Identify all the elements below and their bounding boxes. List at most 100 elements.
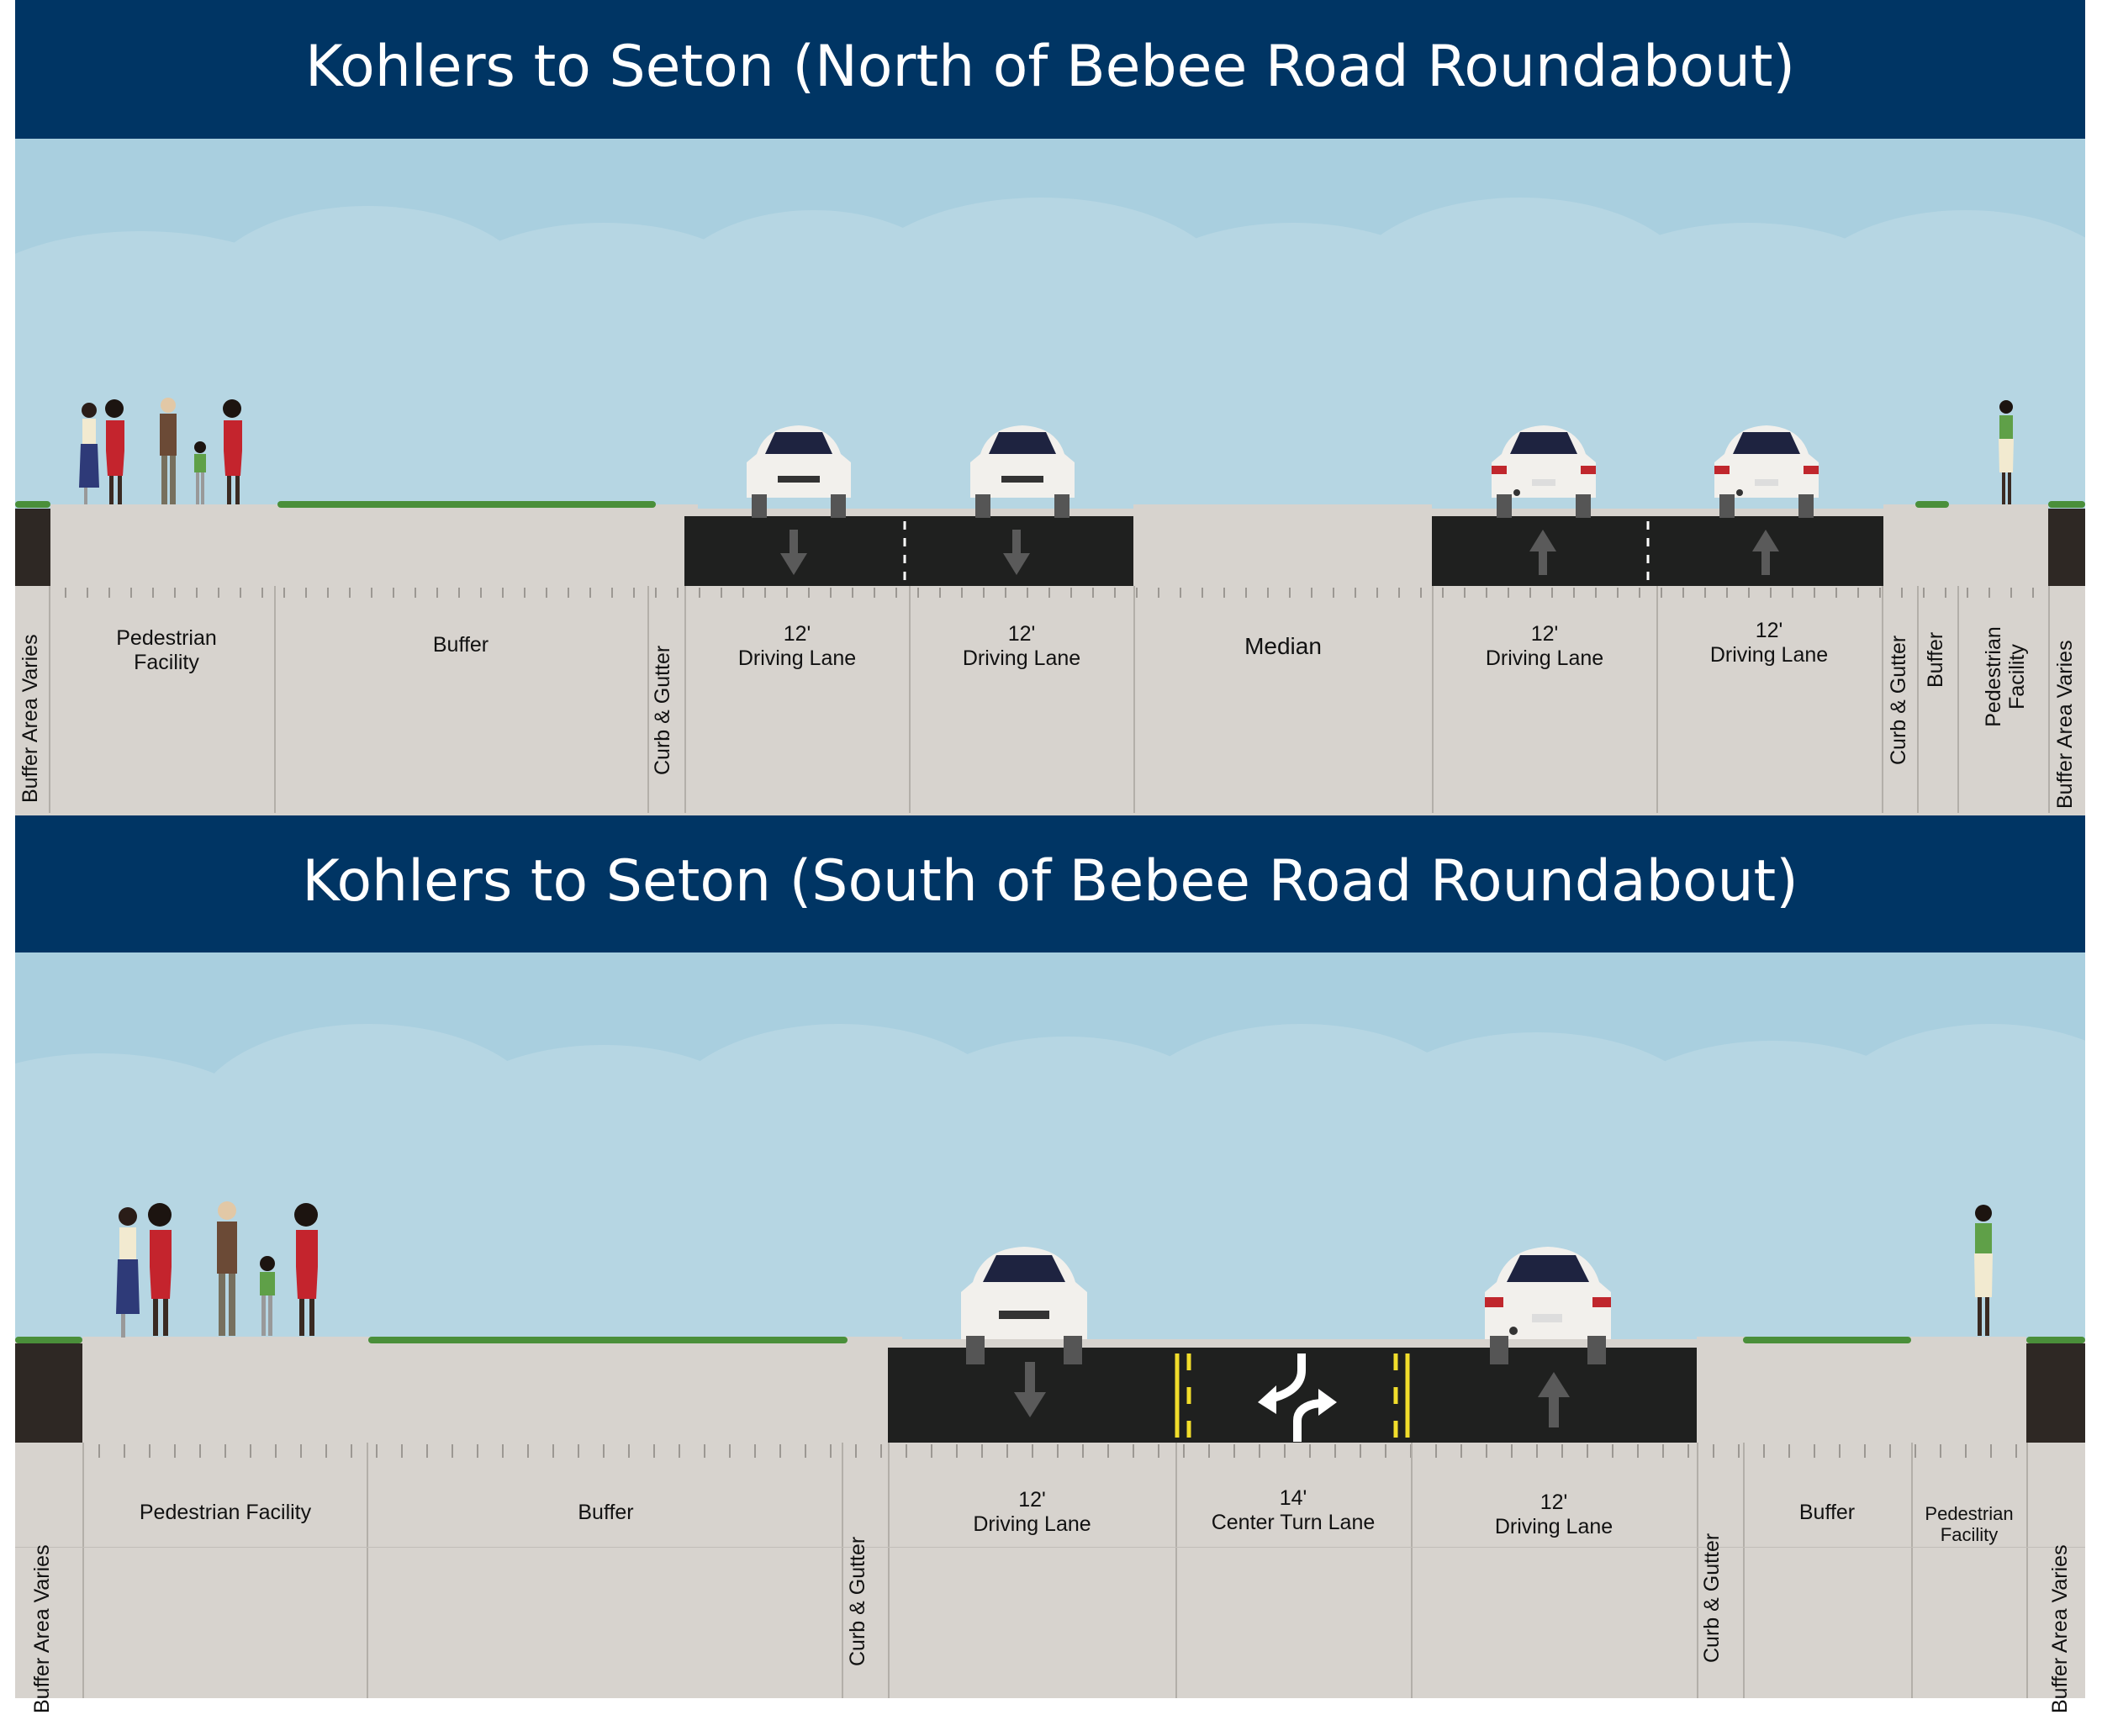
north-right-edge [2048,509,2085,586]
pedestrian-5 [223,399,242,504]
pedestrian-2 [105,399,124,504]
south-arrow-up [1538,1372,1570,1427]
pedestrian-3 [217,1201,237,1336]
north-left-edge [15,509,50,586]
pedestrian-1 [116,1207,140,1338]
south-label-buffer-area-right: Buffer Area Varies [2048,1544,2072,1713]
north-car-rear-1 [1492,425,1596,518]
south-label-buffer-right: Buffer [1798,1501,1856,1524]
north-arrow-down-2 [1003,530,1030,575]
south-label-center-turn: 14' Center Turn Lane [1179,1486,1407,1535]
north-label-curb-gutter-left: Curb & Gutter [651,645,674,775]
pedestrian-4 [194,441,206,504]
south-label-lane1: 12' Driving Lane [891,1488,1173,1537]
north-cross-section: Kohlers to Seton (North of Bebee Road Ro… [15,0,2085,815]
north-label-lane1: 12' Driving Lane [688,622,906,671]
north-lane2-width: 12' [1007,622,1036,646]
south-turn-arrowhead-right [1318,1389,1337,1416]
north-label-ped-facility-l2: Facility [134,650,199,674]
south-center-yellow-right [1393,1353,1410,1438]
south-center-width: 14' [1279,1486,1307,1510]
south-lane1-name: Driving Lane [973,1512,1091,1536]
north-label-ped-facility-right: Pedestrian Facility [1982,626,2029,727]
south-car-rear [1485,1247,1611,1364]
south-pedestrians-left [116,1201,318,1338]
south-cross-section: Kohlers to Seton (South of Bebee Road Ro… [15,815,2085,1723]
south-lane2-width: 12' [1540,1491,1568,1514]
south-grass-right-edge [2026,1337,2085,1343]
north-clouds [15,198,2085,509]
south-arrow-down [1014,1362,1046,1417]
south-ped-right-l2: Facility [1940,1524,1999,1546]
north-car-front-2 [970,425,1075,518]
north-lane1-name: Driving Lane [737,646,857,670]
north-label-lane2: 12' Driving Lane [911,622,1132,671]
south-label-buffer: Buffer [578,1501,634,1524]
north-ticks [65,588,2034,598]
south-turn-arrowhead-left [1258,1385,1276,1414]
pedestrian-4 [260,1256,275,1336]
north-label-buffer-area-right: Buffer Area Varies [2053,640,2077,809]
pedestrian-2 [148,1203,172,1336]
north-lane4-width: 12' [1755,619,1783,642]
south-pedestrian-right [1974,1205,1993,1336]
north-car-rear-2 [1714,425,1819,518]
north-label-lane3: 12' Driving Lane [1434,622,1655,671]
south-grass-buffer [368,1337,848,1343]
south-label-ped-facility-right: Pedestrian Facility [1914,1503,2025,1546]
north-label-ped-facility: Pedestrian Facility [66,626,267,675]
south-clouds [15,1024,2085,1339]
south-turn-arrows [1266,1353,1328,1442]
south-sky [15,952,2085,1339]
south-left-edge [15,1343,82,1443]
south-grass-right-buffer [1743,1337,1911,1343]
south-car-front [961,1247,1087,1364]
south-right-edge [2026,1343,2085,1443]
north-label-lane4: 12' Driving Lane [1659,619,1879,667]
north-label-buffer-area-left: Buffer Area Varies [18,634,42,803]
pedestrian-1 [79,403,99,504]
north-label-buffer: Buffer [432,633,489,657]
north-title: Kohlers to Seton (North of Bebee Road Ro… [15,0,2085,139]
north-car-front-1 [747,425,851,518]
north-pedestrian-right [1999,400,2014,504]
south-lane-markings [1014,1353,1570,1442]
north-grass-left-edge [15,501,50,508]
south-label-ped-facility: Pedestrian Facility [139,1501,312,1524]
south-lane1-width: 12' [1018,1488,1046,1512]
pedestrian-3 [160,398,177,504]
north-median-surface [1133,504,1432,586]
north-grass-right-edge [2048,501,2085,508]
north-southbound-lanes [684,516,1133,586]
south-dividers [15,1443,2085,1698]
north-dividers [15,586,2085,813]
south-center-yellow-left [1175,1353,1191,1438]
north-label-median: Median [1244,633,1322,659]
south-label-curb-gutter-left: Curb & Gutter [846,1536,869,1666]
north-lane-markings [780,521,1779,582]
north-right-sidewalk [1883,504,2048,586]
south-label-buffer-area-left: Buffer Area Varies [30,1544,54,1713]
north-lane3-width: 12' [1530,622,1559,646]
north-pedestrians-left [79,398,242,504]
north-arrow-up-1 [1529,530,1556,575]
north-arrow-up-2 [1752,530,1779,575]
north-grass-right-buffer [1915,501,1949,508]
north-northbound-lanes [1432,516,1883,586]
pedestrian-5 [294,1203,318,1336]
south-midline [15,1547,2085,1548]
north-left-sidewalk [50,504,698,586]
south-ticks [98,1444,2017,1458]
north-label-buffer-right: Buffer [1924,631,1947,688]
north-lane4-name: Driving Lane [1709,642,1829,667]
south-title: Kohlers to Seton (South of Bebee Road Ro… [15,815,2085,952]
south-right-sidewalk [1697,1337,2026,1443]
south-lane2-name: Driving Lane [1494,1514,1613,1538]
north-label-curb-gutter-right: Curb & Gutter [1887,635,1910,765]
north-grass-buffer [277,501,656,508]
north-sky [15,139,2085,509]
south-label-curb-gutter-right: Curb & Gutter [1700,1533,1724,1663]
south-center-name: Center Turn Lane [1211,1510,1376,1534]
south-grass-left-edge [15,1337,82,1343]
north-lane2-name: Driving Lane [962,646,1081,670]
